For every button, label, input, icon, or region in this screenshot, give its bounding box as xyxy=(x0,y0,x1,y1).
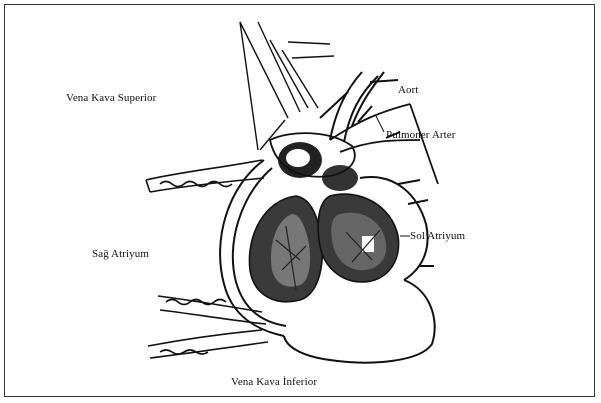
label-vena-kava-inferior: Vena Kava İnferior xyxy=(231,376,317,388)
label-pulmoner-arter: Pulmoner Arter xyxy=(386,129,456,141)
sol-atriyum-chamber xyxy=(318,194,398,282)
label-vena-kava-superior: Vena Kava Superior xyxy=(66,92,156,104)
vena-kava-superior-vessel xyxy=(240,22,334,150)
right-lower-vessel xyxy=(158,296,266,324)
label-sag-atriyum: Sağ Atriyum xyxy=(92,248,149,260)
great-vessel-roots xyxy=(270,133,358,191)
sag-atriyum-chamber xyxy=(249,196,322,302)
vena-kava-inferior-vessel xyxy=(148,330,268,358)
label-sol-atriyum: Sol Atriyum xyxy=(410,230,465,242)
label-aort: Aort xyxy=(398,84,419,96)
